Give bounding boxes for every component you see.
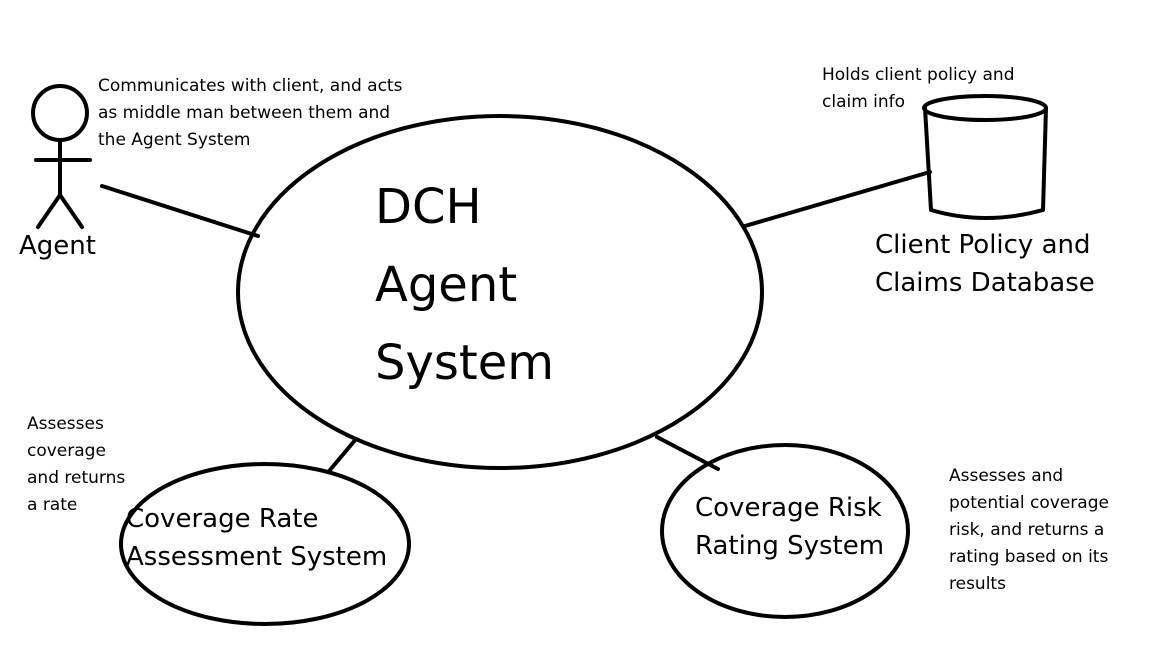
- dch-agent-system-label: DCH Agent System: [375, 179, 554, 391]
- database-label: Client Policy and Claims Database: [875, 230, 1095, 298]
- coverage-rate-assessment-system-ellipse: [119, 462, 411, 626]
- coverage-rate-assessment-system-label: Coverage Rate Assessment System: [126, 504, 388, 572]
- rate-system-connector: [328, 437, 358, 472]
- coverage-risk-rating-system-label: Coverage Risk Rating System: [695, 493, 885, 561]
- database-note: Holds client policy and claim info: [822, 65, 1015, 112]
- agent-stick-figure-icon: [31, 84, 92, 229]
- coverage-rate-note: Assesses coverage and returns a rate: [27, 414, 126, 515]
- coverage-risk-note: Assesses and potential coverage risk, an…: [949, 466, 1109, 594]
- agent-note: Communicates with client, and acts as mi…: [98, 76, 403, 150]
- dch-agent-system-ellipse: [236, 114, 764, 470]
- agent-label: Agent: [19, 231, 96, 261]
- agent-connector: [100, 184, 260, 238]
- database-cylinder-icon: [922, 94, 1048, 220]
- coverage-risk-rating-system-ellipse: [660, 443, 910, 619]
- database-connector: [743, 170, 932, 228]
